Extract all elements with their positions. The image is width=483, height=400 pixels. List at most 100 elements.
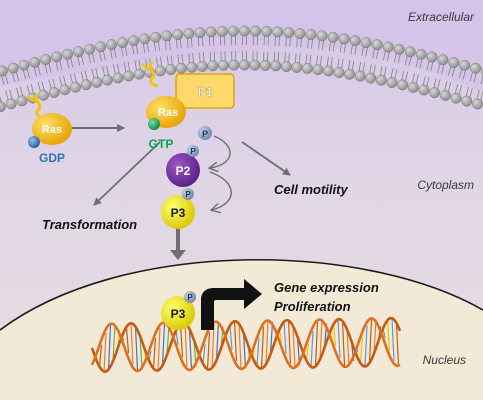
lipid-head bbox=[40, 54, 52, 65]
dna-base-pair bbox=[310, 331, 314, 367]
lipid-head bbox=[270, 60, 282, 72]
lipid-head bbox=[7, 62, 19, 74]
dna-base-pair bbox=[215, 321, 220, 361]
lipid-head bbox=[305, 29, 317, 41]
lipid-head bbox=[133, 68, 145, 80]
dna-base-pair bbox=[305, 343, 310, 361]
lipid-head bbox=[183, 28, 195, 39]
p3-protein-nucleus bbox=[161, 296, 195, 330]
dna-base-pair bbox=[130, 323, 134, 365]
phospho-group-p2 bbox=[187, 145, 199, 157]
gdp-label: GDP bbox=[39, 151, 65, 165]
lipid-head bbox=[429, 87, 441, 99]
lipid-head bbox=[228, 59, 240, 71]
lipid-head bbox=[283, 27, 295, 39]
lipid-head bbox=[459, 59, 471, 71]
lipid-head bbox=[371, 39, 383, 51]
lipid-head bbox=[360, 37, 372, 49]
phospho-label-p3-cytoplasm: P bbox=[185, 190, 191, 199]
gtp-label: GTP bbox=[149, 137, 174, 151]
lipid-head bbox=[205, 26, 217, 38]
dna-base-pair bbox=[287, 320, 292, 364]
lipid-head bbox=[95, 41, 106, 53]
phospho-group-p3-cytoplasm bbox=[182, 188, 194, 200]
dna-strand-a bbox=[90, 316, 402, 373]
lipid-head bbox=[239, 25, 250, 37]
lipid-head bbox=[48, 87, 60, 98]
lipid-head bbox=[0, 65, 8, 77]
lipid-head bbox=[327, 31, 339, 43]
lipid-head bbox=[439, 90, 451, 101]
ras-inactive bbox=[32, 113, 72, 145]
gene-expression-arrow bbox=[201, 279, 262, 330]
dna-base-pair bbox=[161, 322, 166, 366]
region-label-extracellular: Extracellular bbox=[408, 10, 475, 24]
dna-base-pair bbox=[112, 323, 116, 362]
lipid-head bbox=[117, 37, 128, 48]
dna-base-pair bbox=[98, 344, 103, 367]
lipid-head bbox=[338, 33, 350, 45]
lipid-head bbox=[84, 43, 95, 55]
phospho-label-p1: P bbox=[202, 129, 208, 139]
outcome-gene-expression: Gene expression bbox=[274, 280, 379, 295]
dna-base-pair bbox=[211, 323, 215, 369]
lipid-head bbox=[102, 74, 113, 86]
dna-base-pair bbox=[184, 322, 188, 367]
lipid-head bbox=[250, 25, 261, 37]
lipid-head bbox=[0, 101, 6, 113]
lipid-head bbox=[91, 76, 103, 88]
lipid-head bbox=[354, 70, 366, 82]
lipid-head bbox=[418, 84, 430, 96]
dna-base-pair bbox=[256, 337, 260, 366]
lipid-head bbox=[312, 64, 324, 76]
dna-base-pair bbox=[332, 324, 337, 347]
p1-label: P1 bbox=[198, 85, 213, 99]
lipid-head bbox=[426, 51, 438, 63]
lipid-head bbox=[123, 70, 135, 82]
lipid-head bbox=[249, 59, 261, 71]
nuclear-envelope bbox=[0, 258, 483, 331]
p2-protein bbox=[166, 153, 200, 187]
dna-base-pair bbox=[373, 319, 377, 354]
p2-label: P2 bbox=[176, 164, 191, 178]
lipid-head bbox=[29, 56, 41, 68]
lipid-head bbox=[175, 62, 187, 74]
dna-base-pair bbox=[364, 325, 368, 367]
dna-strand-b bbox=[90, 317, 401, 373]
lipid-head bbox=[172, 29, 184, 40]
dna-base-pair bbox=[206, 332, 211, 370]
lipid-head bbox=[194, 27, 206, 38]
p1-protein bbox=[175, 73, 235, 109]
phospho-label-p3-nucleus: P bbox=[187, 293, 193, 302]
active-ras-lipid-anchor-tail bbox=[141, 63, 151, 71]
dna-base-pair bbox=[152, 338, 157, 369]
lipid-head bbox=[272, 26, 284, 38]
lipid-head bbox=[448, 57, 460, 68]
ras-active-label: Ras bbox=[158, 107, 178, 119]
outcome-proliferation: Proliferation bbox=[274, 299, 351, 314]
lipid-head bbox=[415, 48, 427, 60]
lipid-head bbox=[59, 84, 71, 96]
dna-base-pair bbox=[134, 326, 139, 371]
dna-base-pair bbox=[265, 320, 269, 365]
arrow-nuclear-translocation-head bbox=[170, 250, 186, 260]
gdp-molecule bbox=[28, 136, 40, 148]
lipid-head bbox=[472, 98, 483, 110]
p3-label-cytoplasm: P3 bbox=[171, 206, 186, 220]
dna-base-pair bbox=[292, 325, 296, 368]
extracellular-background bbox=[0, 0, 483, 92]
lipid-head bbox=[216, 25, 228, 37]
lipid-head bbox=[207, 60, 219, 72]
lipid-head bbox=[349, 35, 361, 47]
dna-base-pair bbox=[202, 344, 206, 364]
dna-base-pair bbox=[319, 319, 323, 360]
lipid-head bbox=[375, 74, 387, 86]
outcome-cell-motility: Cell motility bbox=[274, 182, 348, 197]
lipid-head bbox=[150, 31, 162, 43]
dna-base-pair bbox=[139, 335, 143, 370]
lipid-head bbox=[161, 30, 173, 42]
lipid-head bbox=[294, 28, 306, 39]
lipid-head bbox=[407, 82, 419, 93]
lipid-head bbox=[38, 89, 49, 101]
dna-base-pair bbox=[283, 321, 287, 355]
